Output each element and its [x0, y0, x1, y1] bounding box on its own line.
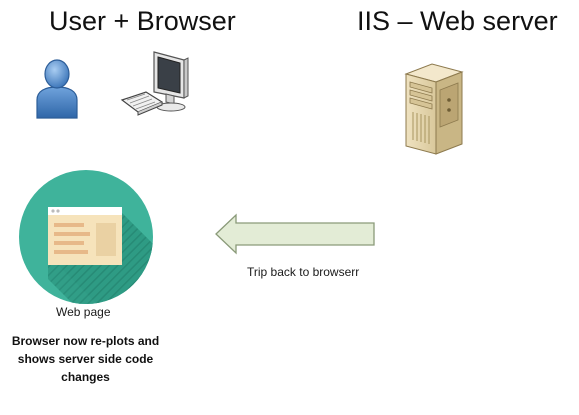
server-tower-icon [400, 60, 470, 158]
client-heading: User + Browser [49, 6, 236, 36]
desktop-computer-icon [118, 48, 194, 118]
caption-line: changes [61, 370, 110, 384]
left-arrow-icon [214, 213, 378, 255]
webpage-label: Web page [56, 305, 111, 319]
user-icon [34, 58, 80, 120]
arrow-label: Trip back to browserr [247, 265, 360, 279]
caption-line: shows server side code [17, 352, 154, 366]
server-heading: IIS – Web server [357, 6, 558, 36]
caption-line: Browser now re-plots and [11, 334, 160, 348]
webpage-caption: Browser now re-plots and shows server si… [0, 332, 171, 386]
webpage-icon [18, 169, 154, 305]
